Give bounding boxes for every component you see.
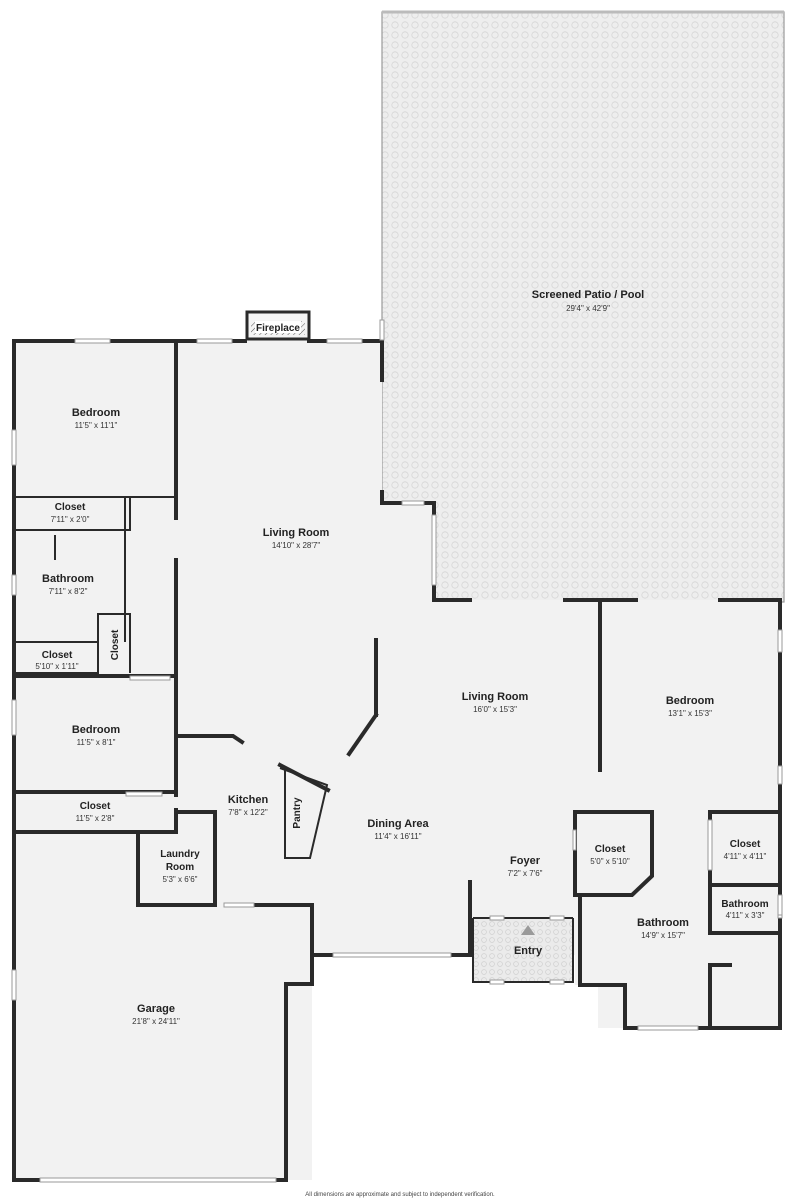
fireplace bbox=[245, 310, 311, 341]
closet6-name: Closet bbox=[730, 839, 761, 850]
closet2-dims: 5'10" x 1'11" bbox=[35, 662, 78, 671]
bathroom3-name: Bathroom bbox=[721, 899, 768, 910]
screened-patio-area bbox=[381, 10, 785, 603]
foyer-name: Foyer bbox=[510, 855, 541, 867]
dining-name: Dining Area bbox=[367, 818, 429, 830]
closet5-name: Closet bbox=[595, 844, 626, 855]
entry-name: Entry bbox=[514, 945, 543, 957]
pantry-name: Pantry bbox=[292, 797, 303, 829]
bedroom3-dims: 13'1" x 15'3" bbox=[668, 709, 712, 718]
windows bbox=[11, 319, 783, 1183]
closet4-dims: 11'5" x 2'8" bbox=[76, 814, 115, 823]
bedroom1-name: Bedroom bbox=[72, 407, 121, 419]
closet6-dims: 4'11" x 4'11" bbox=[724, 852, 767, 861]
foyer-dims: 7'2" x 7'6" bbox=[508, 869, 543, 878]
closet1-dims: 7'11" x 2'0" bbox=[51, 515, 90, 524]
laundry-name2: Room bbox=[166, 862, 194, 873]
bathroom2-name: Bathroom bbox=[637, 917, 689, 929]
entry-tile bbox=[473, 918, 573, 982]
living1-dims: 14'10" x 28'7" bbox=[272, 541, 320, 550]
footer-disclaimer: All dimensions are approximate and subje… bbox=[305, 1192, 495, 1198]
laundry-dims: 5'3" x 6'6" bbox=[163, 875, 198, 884]
room-labels: Screened Patio / Pool 29'4" x 42'9" Fire… bbox=[35, 289, 768, 1026]
living1-name: Living Room bbox=[263, 527, 330, 539]
closet5-dims: 5'0" x 5'10" bbox=[590, 857, 630, 866]
bedroom3-name: Bedroom bbox=[666, 695, 715, 707]
bathroom2-dims: 14'9" x 15'7" bbox=[641, 931, 685, 940]
bathroom1-name: Bathroom bbox=[42, 573, 94, 585]
living2-name: Living Room bbox=[462, 691, 529, 703]
kitchen-dims: 7'8" x 12'2" bbox=[228, 808, 268, 817]
bedroom1-dims: 11'5" x 11'1" bbox=[75, 421, 118, 430]
patio-name: Screened Patio / Pool bbox=[532, 289, 644, 301]
kitchen-name: Kitchen bbox=[228, 794, 269, 806]
dining-dims: 11'4" x 16'11" bbox=[374, 832, 421, 841]
garage-dims: 21'8" x 24'11" bbox=[132, 1017, 180, 1026]
bathroom3-dims: 4'11" x 3'3" bbox=[726, 911, 765, 920]
bedroom2-dims: 11'5" x 8'1" bbox=[77, 738, 116, 747]
bedroom2-name: Bedroom bbox=[72, 724, 121, 736]
patio-dims: 29'4" x 42'9" bbox=[566, 304, 610, 313]
living2-dims: 16'0" x 15'3" bbox=[473, 705, 517, 714]
bathroom1-dims: 7'11" x 8'2" bbox=[49, 587, 88, 596]
laundry-name1: Laundry bbox=[160, 849, 200, 860]
interior-floor bbox=[14, 312, 780, 1180]
fireplace-label: Fireplace bbox=[256, 323, 300, 334]
closet4-name: Closet bbox=[80, 801, 111, 812]
closet2-name: Closet bbox=[42, 650, 73, 661]
closet3-name: Closet bbox=[110, 629, 121, 660]
garage-name: Garage bbox=[137, 1003, 175, 1015]
closet1-name: Closet bbox=[55, 502, 86, 513]
